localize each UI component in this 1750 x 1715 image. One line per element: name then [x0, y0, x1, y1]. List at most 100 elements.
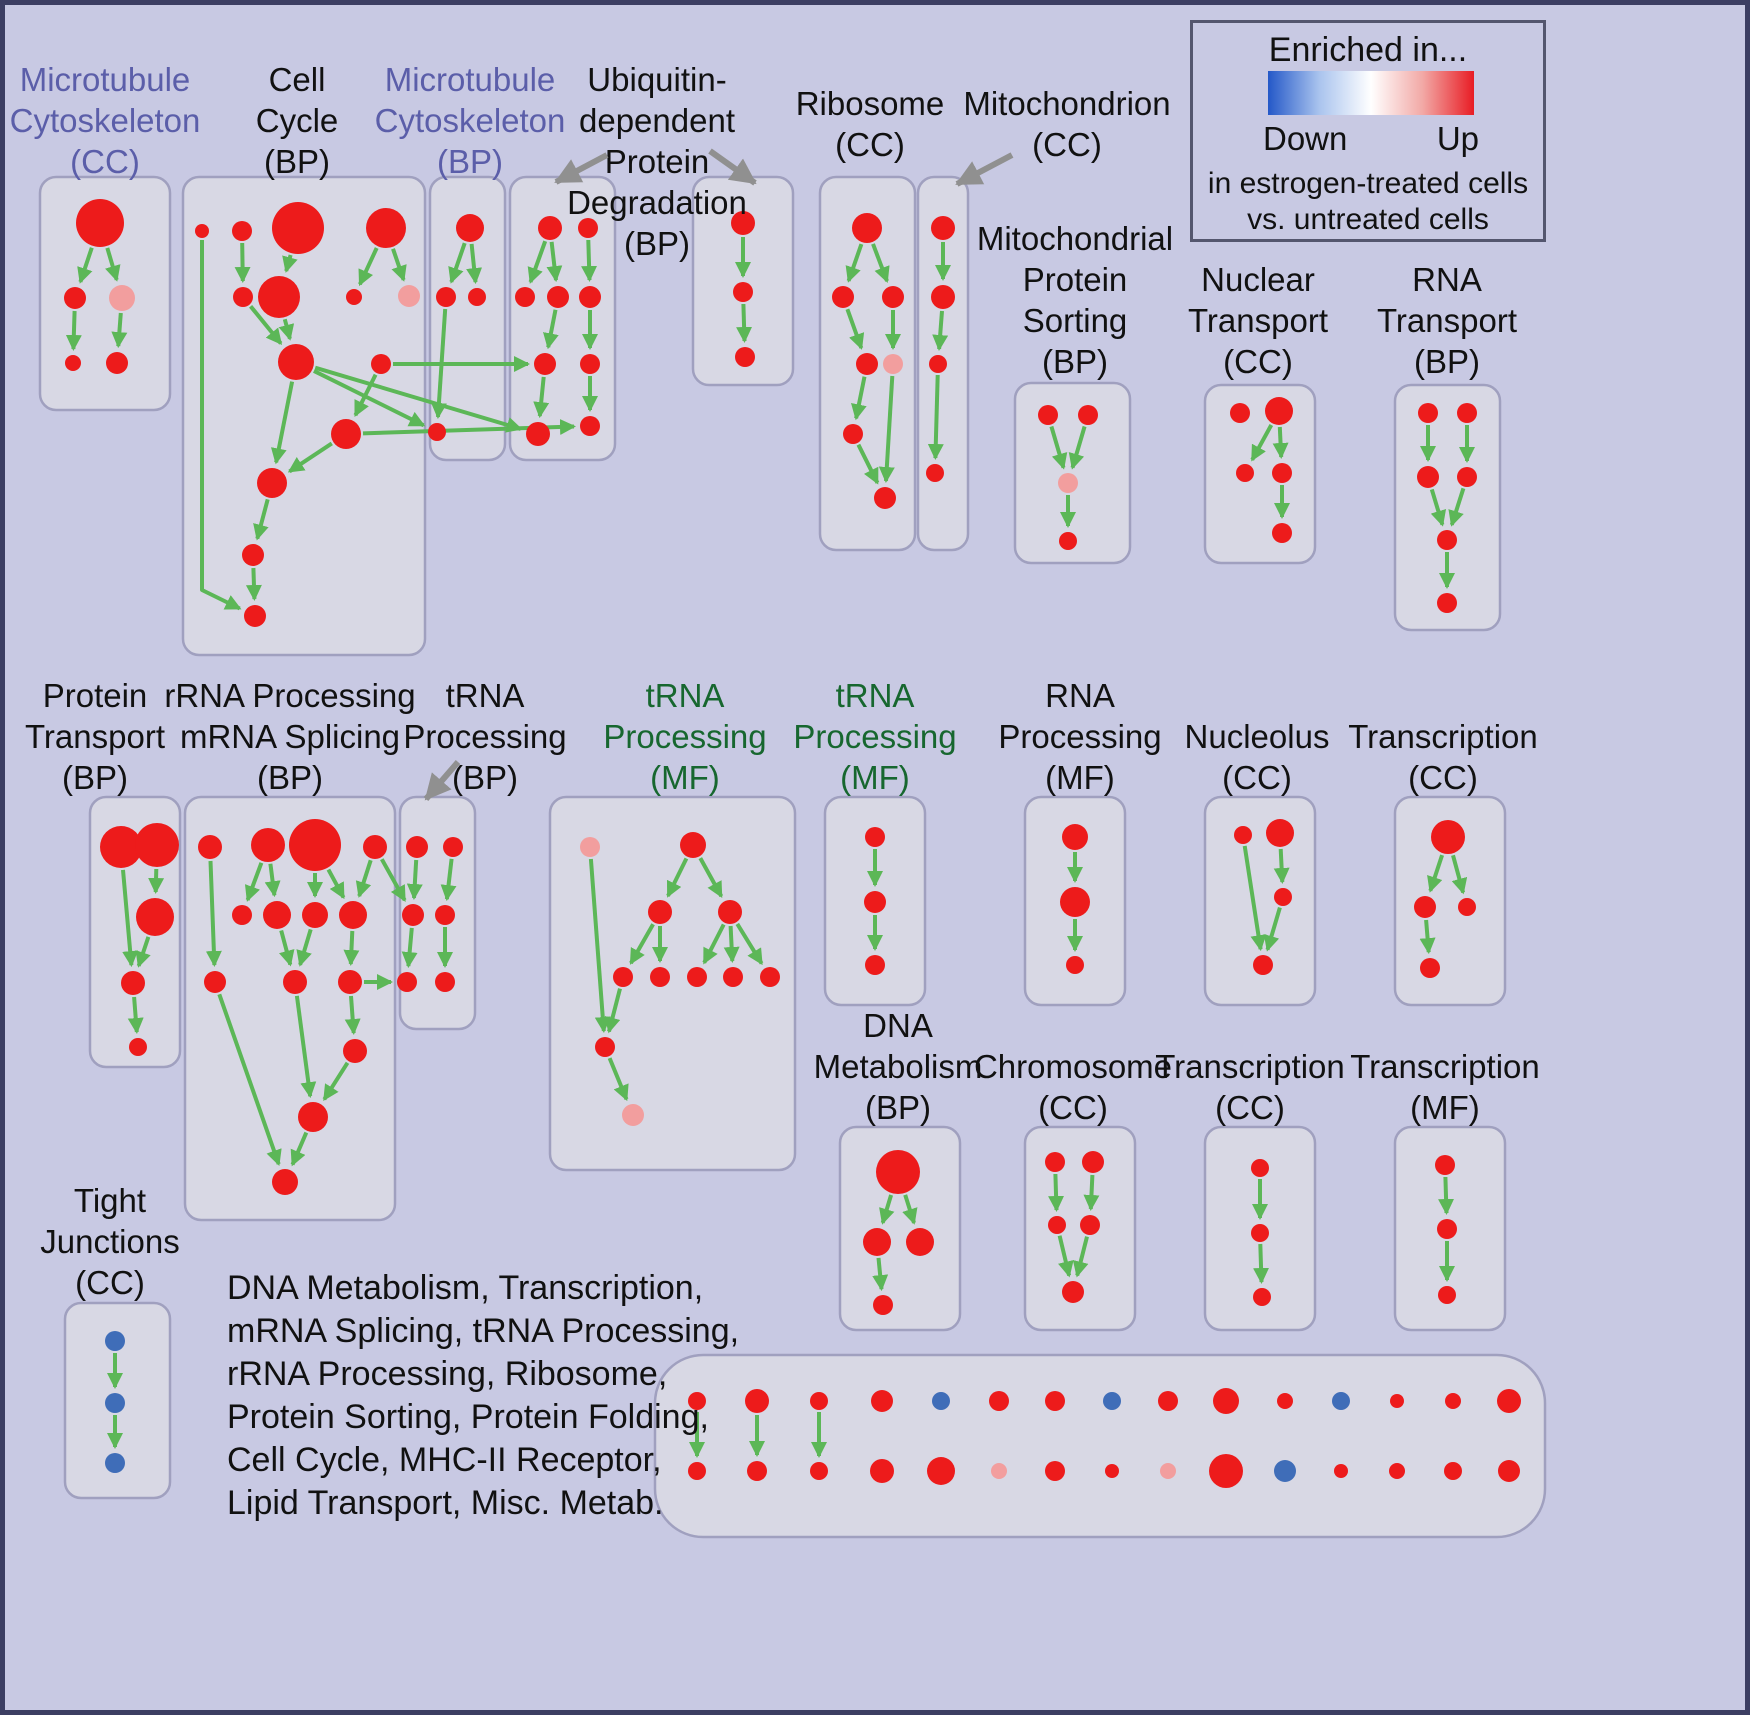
gene-node-rrna-mrna-0 — [198, 835, 222, 859]
gene-node-mt-cc-3 — [65, 355, 81, 371]
gene-node-misc-19 — [927, 1457, 955, 1485]
cluster-label-cell-cycle: (BP) — [264, 143, 330, 180]
cluster-label-trna-mf-small: (MF) — [840, 759, 910, 796]
annotation-arrow-mitochondrion-to-box — [955, 152, 1014, 187]
cluster-label-rna-processing-mf: RNA — [1045, 677, 1115, 714]
edge-arrow — [245, 567, 262, 601]
gene-node-dna-metabolism-1 — [863, 1228, 891, 1256]
gene-node-misc-2 — [810, 1392, 828, 1410]
gene-node-transcription-cc-upper-2 — [1458, 898, 1476, 916]
gene-node-rna-processing-mf-2 — [1066, 956, 1084, 974]
gene-node-ribosome-2 — [882, 286, 904, 308]
gene-node-transcription-cc-upper-1 — [1414, 896, 1436, 918]
gene-node-trna-mf-small-0 — [865, 827, 885, 847]
gene-node-transcription-cc-lower-2 — [1253, 1288, 1271, 1306]
edge-arrow — [735, 922, 764, 966]
edge-arrow — [296, 928, 313, 967]
gene-node-misc-4 — [932, 1392, 950, 1410]
edge-arrow — [1429, 488, 1447, 527]
edge-arrow — [148, 868, 165, 894]
gene-node-rrna-mrna-3 — [363, 835, 387, 859]
gene-node-transcription-mf-2 — [1438, 1286, 1456, 1304]
edge-arrow — [343, 930, 360, 966]
gene-node-ribosome-6 — [874, 487, 896, 509]
gene-node-mito-protein-sorting-1 — [1078, 405, 1098, 425]
gene-node-tight-junctions-2 — [105, 1453, 125, 1473]
gene-node-tight-junctions-0 — [105, 1331, 125, 1351]
gene-node-misc-11 — [1332, 1392, 1350, 1410]
gene-node-nuclear-transport-1 — [1265, 397, 1293, 425]
gene-node-ribosome-3 — [856, 353, 878, 375]
cluster-label-mitochondrion: (CC) — [1032, 126, 1102, 163]
gene-node-trna-mf-large-3 — [718, 900, 742, 924]
annotation-arrow-ubiquitin-to-left-box — [554, 152, 609, 185]
cluster-box-trna-mf-large — [548, 795, 797, 1172]
cluster-label-nuclear-transport: (CC) — [1223, 343, 1293, 380]
gene-node-transcription-cc-upper-0 — [1431, 820, 1465, 854]
edge-arrow — [322, 1061, 350, 1101]
gene-node-rna-transport-3 — [1457, 467, 1477, 487]
cluster-label-protein-transport: (BP) — [62, 759, 128, 796]
cluster-label-rrna-mrna: rRNA Processing — [164, 677, 415, 714]
gene-node-ubq-left-7 — [526, 422, 550, 446]
cluster-label-mt-cc: (CC) — [70, 143, 140, 180]
cluster-label-nucleolus: (CC) — [1222, 759, 1292, 796]
gene-node-rrna-mrna-2 — [289, 819, 341, 871]
gene-node-mt-cc-2 — [109, 285, 135, 311]
edge-arrow — [448, 242, 467, 284]
edge-arrow — [253, 498, 270, 541]
cluster-label-mt-bp: Microtubule — [385, 61, 556, 98]
edge-arrow — [234, 242, 251, 283]
gene-node-rna-processing-mf-1 — [1060, 887, 1090, 917]
legend-updown: Down Up — [1263, 120, 1479, 158]
edge-arrow — [244, 862, 264, 902]
edge-arrow — [932, 310, 949, 351]
gene-node-protein-transport-2 — [136, 898, 174, 936]
edge-arrow — [290, 1131, 309, 1167]
legend-gradient-bar — [1268, 71, 1474, 115]
cluster-label-rrna-mrna: mRNA Splicing — [180, 718, 400, 755]
gene-node-dna-metabolism-0 — [876, 1150, 920, 1194]
cluster-box-nuclear-transport — [1203, 383, 1317, 565]
edge-arrow — [313, 369, 426, 428]
gene-node-rrna-mrna-4 — [232, 905, 252, 925]
gene-node-ubq-left-6 — [580, 354, 600, 374]
edge-arrow — [902, 1194, 918, 1225]
edge-arrow — [878, 375, 895, 483]
gene-node-ubq-left-5 — [534, 353, 556, 375]
gene-node-mt-bp-2 — [468, 288, 486, 306]
edge-arrow — [270, 381, 295, 465]
gene-node-transcription-cc-lower-0 — [1251, 1159, 1269, 1177]
edge-arrow — [440, 858, 457, 902]
edge-arrow — [927, 374, 944, 460]
gene-node-nucleolus-2 — [1274, 888, 1292, 906]
gene-node-trna-mf-large-6 — [687, 967, 707, 987]
annotation-arrow-ubiquitin-to-right-box — [708, 148, 757, 186]
cluster-label-nucleolus: Nucleolus — [1185, 718, 1330, 755]
gene-node-mt-bp-0 — [456, 214, 484, 242]
edge-arrow — [723, 925, 740, 963]
gene-node-trna-bp-0 — [406, 836, 428, 858]
edge-arrow — [698, 857, 724, 898]
cluster-label-transcription-mf: Transcription — [1350, 1048, 1540, 1085]
legend-subtitle-line2: vs. untreated cells — [1247, 203, 1489, 236]
edge-arrow — [851, 376, 867, 421]
cluster-label-protein-transport: Transport — [25, 718, 165, 755]
gene-node-rrna-mrna-7 — [339, 901, 367, 929]
gene-node-misc-26 — [1334, 1464, 1348, 1478]
cluster-label-tight-junctions: Tight — [74, 1182, 146, 1219]
gene-node-trna-mf-large-8 — [760, 967, 780, 987]
gene-node-misc-8 — [1158, 1391, 1178, 1411]
edge-arrow — [391, 248, 407, 282]
edge-arrow — [1057, 1235, 1074, 1278]
gene-node-mitochondrion-3 — [926, 464, 944, 482]
cluster-label-tight-junctions: (CC) — [75, 1264, 145, 1301]
gene-node-trna-bp-5 — [435, 972, 455, 992]
gene-node-cell-cycle-5 — [258, 276, 300, 318]
cluster-label-dna-metabolism: DNA — [863, 1007, 933, 1044]
edge-arrow — [1448, 487, 1466, 527]
edge-arrow — [406, 859, 423, 900]
gene-node-cell-cycle-0 — [195, 224, 209, 238]
gene-node-rna-transport-1 — [1457, 403, 1477, 423]
